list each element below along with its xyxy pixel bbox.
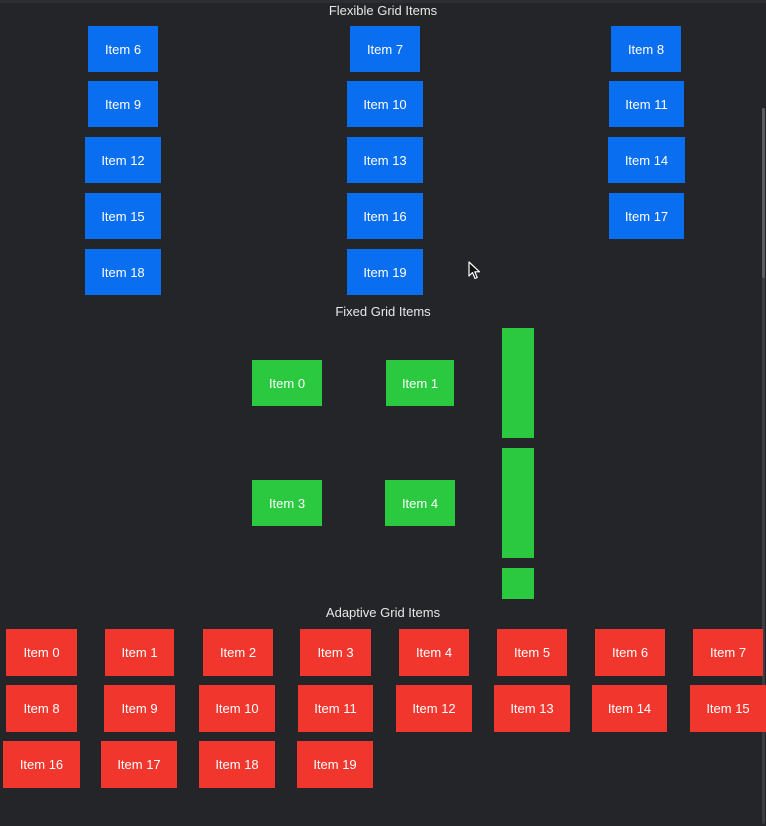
flexible-grid-item[interactable]: Item 7 <box>350 26 420 72</box>
adaptive-grid-item[interactable]: Item 9 <box>104 685 175 732</box>
item-label: Item 7 <box>366 41 404 57</box>
mouse-pointer-icon <box>468 261 481 280</box>
item-label: Item 13 <box>363 152 407 168</box>
item-label: Item 16 <box>19 757 64 772</box>
item-label: Item 10 <box>363 96 407 112</box>
item-label: Item 9 <box>121 701 158 716</box>
adaptive-grid-item[interactable]: Item 14 <box>592 685 667 732</box>
vertical-scrollbar[interactable] <box>762 108 765 824</box>
item-label: Item 1 <box>121 645 158 660</box>
item-label: Item 2 <box>219 645 257 660</box>
adaptive-grid-item[interactable]: Item 18 <box>199 741 275 788</box>
flexible-grid-item[interactable]: Item 14 <box>608 137 685 183</box>
adaptive-grid-item[interactable]: Item 15 <box>690 685 766 732</box>
item-label: Item 0 <box>268 375 306 391</box>
adaptive-grid-item[interactable]: Item 3 <box>300 629 371 676</box>
item-label: Item 18 <box>101 264 145 280</box>
item-label: Item 10 <box>215 701 259 716</box>
adaptive-grid-item[interactable]: Item 4 <box>399 629 469 676</box>
adaptive-grid-item[interactable]: Item 0 <box>6 629 77 676</box>
adaptive-grid-item[interactable]: Item 13 <box>494 685 570 732</box>
fixed-grid-item[interactable] <box>502 328 534 438</box>
flexible-grid-item[interactable]: Item 6 <box>88 26 158 72</box>
adaptive-grid-item[interactable]: Item 8 <box>6 685 77 732</box>
flexible-grid-item[interactable]: Item 8 <box>611 26 681 72</box>
flexible-grid-item[interactable]: Item 18 <box>85 249 161 295</box>
item-label: Item 14 <box>607 701 652 716</box>
item-label: Item 0 <box>23 645 60 660</box>
item-label: Item 6 <box>104 41 142 57</box>
item-label: Item 15 <box>101 208 145 224</box>
flexible-grid-item[interactable]: Item 12 <box>85 137 161 183</box>
adaptive-grid-item[interactable]: Item 7 <box>693 629 763 676</box>
item-label: Item 11 <box>625 96 668 112</box>
window-top-edge <box>0 0 766 3</box>
adaptive-grid-item[interactable]: Item 16 <box>3 741 80 788</box>
item-label: Item 16 <box>363 208 407 224</box>
item-label: Item 18 <box>215 757 259 772</box>
adaptive-grid-item[interactable]: Item 12 <box>396 685 472 732</box>
item-label: Item 12 <box>101 152 145 168</box>
fixed-grid-title: Fixed Grid Items <box>335 304 431 319</box>
item-label: Item 4 <box>415 645 453 660</box>
flexible-grid-item[interactable]: Item 17 <box>609 193 684 239</box>
flexible-grid-item[interactable]: Item 15 <box>85 193 161 239</box>
adaptive-grid-item[interactable]: Item 2 <box>203 629 273 676</box>
item-label: Item 17 <box>117 757 161 772</box>
flexible-grid-title: Flexible Grid Items <box>328 3 438 18</box>
adaptive-grid-item[interactable]: Item 10 <box>199 685 275 732</box>
adaptive-grid-item[interactable]: Item 19 <box>297 741 373 788</box>
item-label: Item 12 <box>412 701 456 716</box>
fixed-grid-item[interactable]: Item 1 <box>386 360 454 406</box>
item-label: Item 19 <box>313 757 357 772</box>
item-label: Item 15 <box>706 701 750 716</box>
item-label: Item 3 <box>268 495 306 511</box>
item-label: Item 3 <box>317 645 354 660</box>
flexible-grid-item[interactable]: Item 16 <box>347 193 423 239</box>
fixed-grid-item[interactable] <box>502 568 534 599</box>
scrollbar-thumb[interactable] <box>762 108 765 278</box>
item-label: Item 13 <box>510 701 554 716</box>
item-label: Item 14 <box>624 152 669 168</box>
adaptive-grid-item[interactable]: Item 17 <box>101 741 177 788</box>
item-label: Item 1 <box>401 375 439 391</box>
flexible-grid-item[interactable]: Item 13 <box>347 137 423 183</box>
item-label: Item 19 <box>363 264 407 280</box>
fixed-grid-item[interactable]: Item 3 <box>252 480 322 526</box>
item-label: Item 6 <box>611 645 649 660</box>
flexible-grid-item[interactable]: Item 11 <box>609 81 684 127</box>
item-label: Item 5 <box>513 645 551 660</box>
item-label: Item 8 <box>23 701 60 716</box>
item-label: Item 7 <box>709 645 747 660</box>
flexible-grid-item[interactable]: Item 19 <box>347 249 423 295</box>
flexible-grid-item[interactable]: Item 9 <box>88 81 158 127</box>
item-label: Item 9 <box>104 96 142 112</box>
adaptive-grid-title: Adaptive Grid Items <box>325 605 441 620</box>
item-label: Item 8 <box>627 41 665 57</box>
adaptive-grid-item[interactable]: Item 1 <box>105 629 174 676</box>
adaptive-grid-item[interactable]: Item 11 <box>298 685 373 732</box>
item-label: Item 11 <box>314 701 357 716</box>
adaptive-grid-item[interactable]: Item 6 <box>595 629 665 676</box>
fixed-grid-item[interactable]: Item 0 <box>252 360 322 406</box>
flexible-grid-item[interactable]: Item 10 <box>347 81 423 127</box>
item-label: Item 4 <box>401 495 439 511</box>
item-label: Item 17 <box>624 208 669 224</box>
fixed-grid-item[interactable] <box>502 448 534 558</box>
adaptive-grid-item[interactable]: Item 5 <box>497 629 567 676</box>
fixed-grid-item[interactable]: Item 4 <box>385 480 455 526</box>
